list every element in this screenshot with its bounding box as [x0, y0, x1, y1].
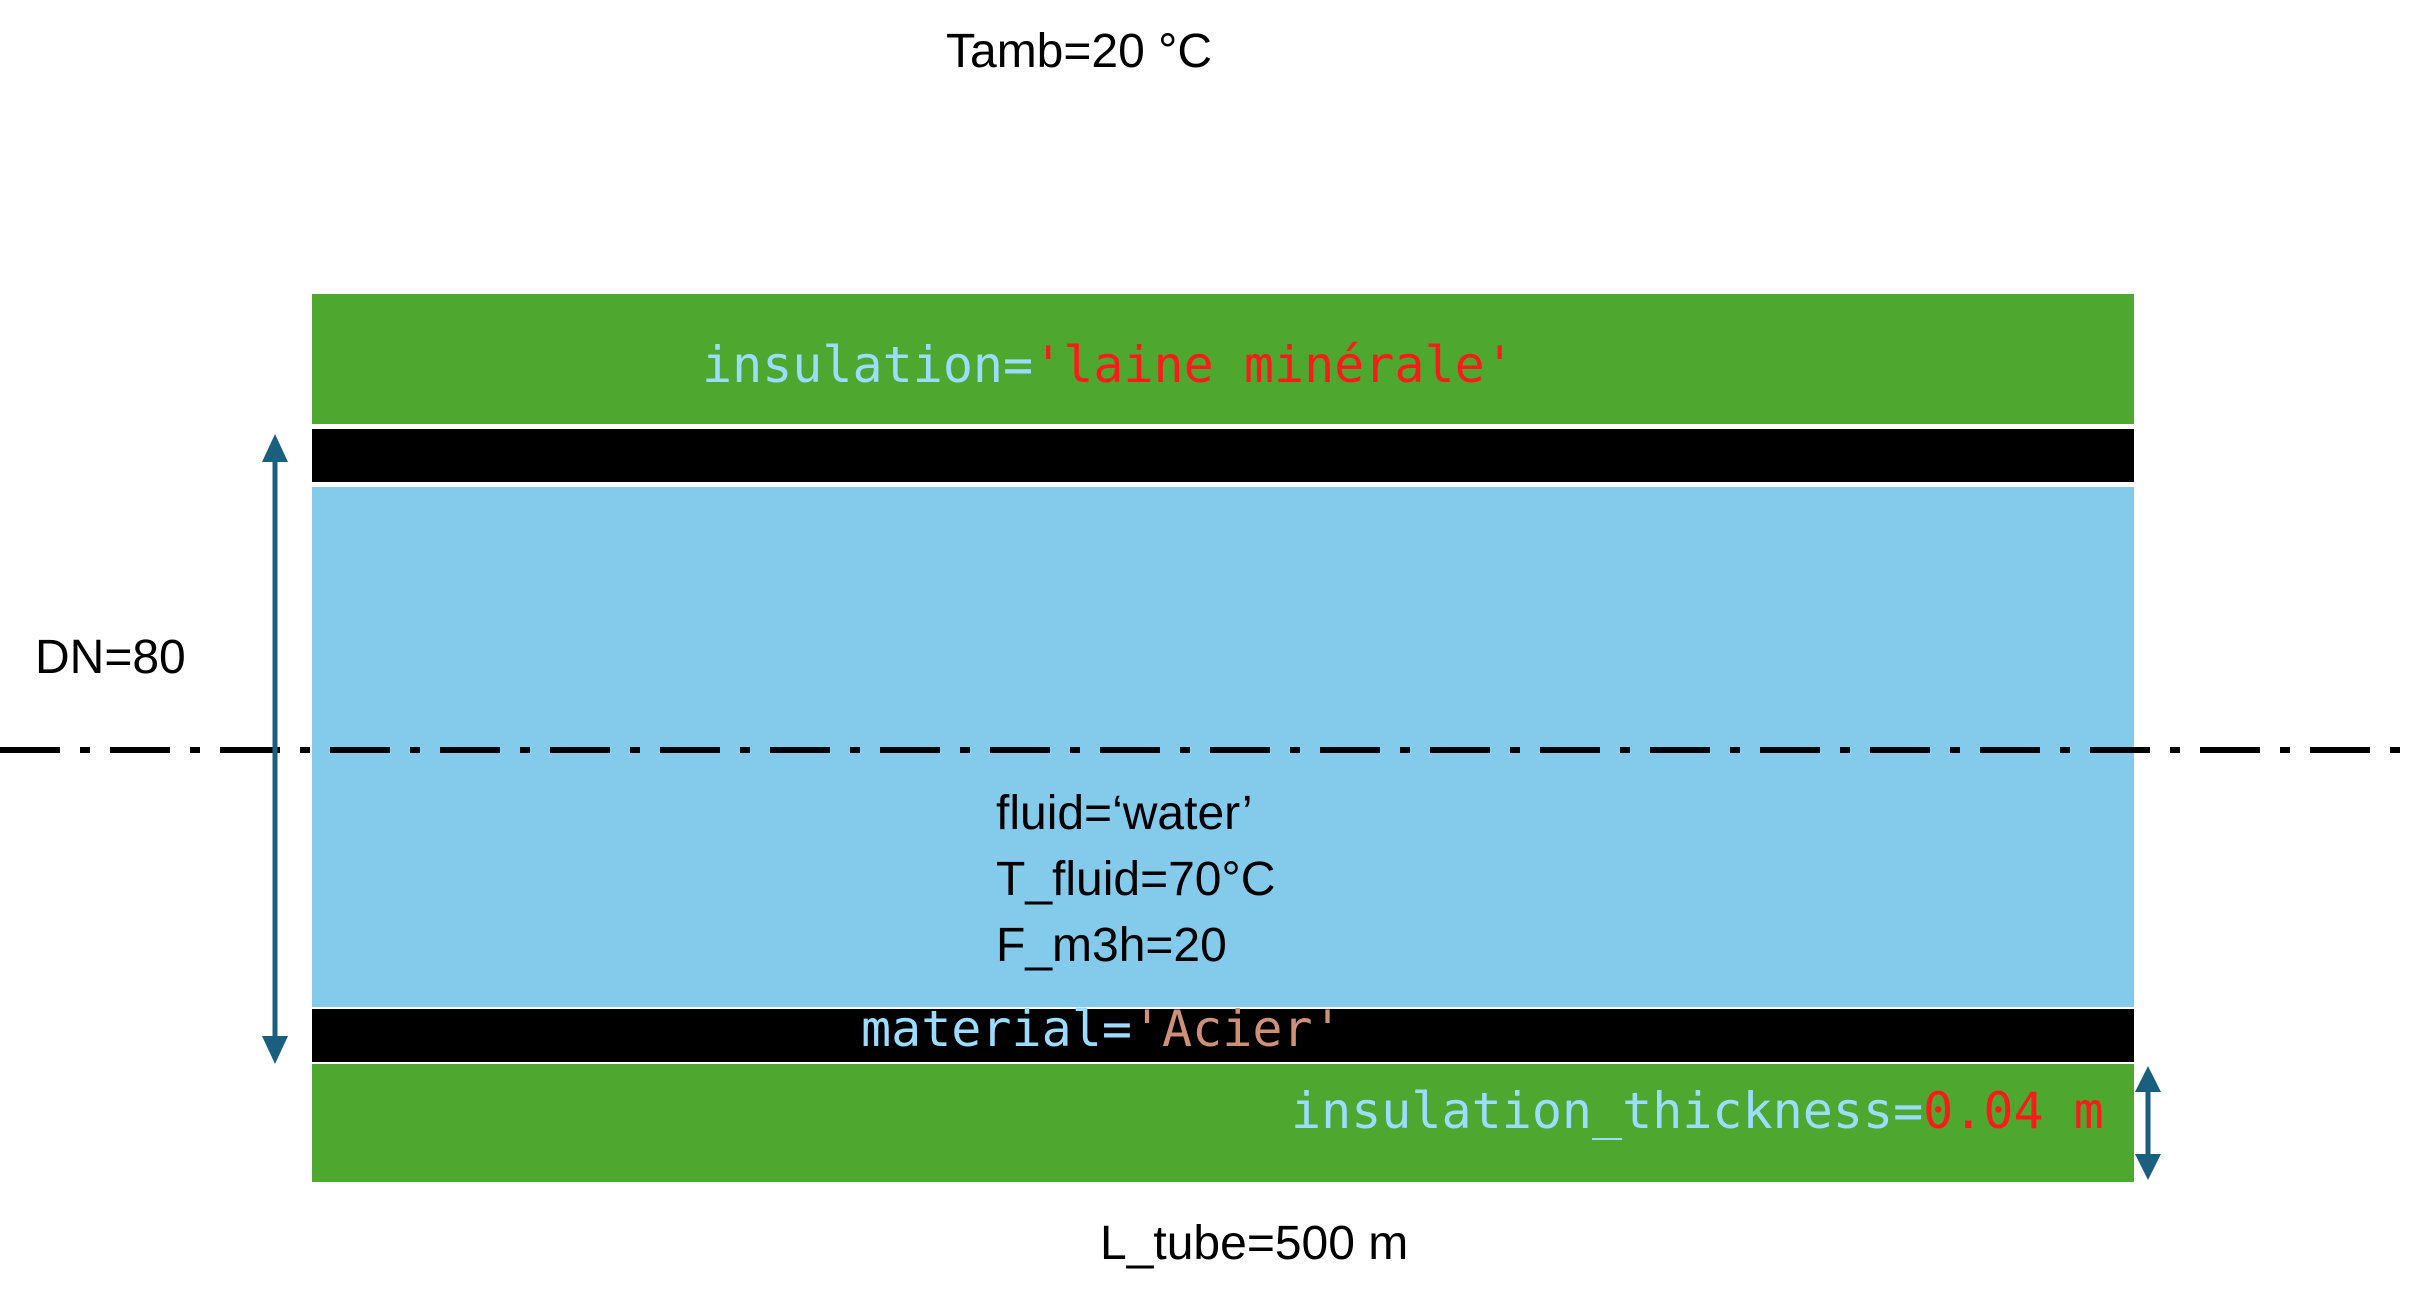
insulation-layer-bottom	[312, 1064, 2134, 1182]
thickness-key: insulation_thickness	[1291, 1082, 1894, 1140]
fluid-temperature-label: T_fluid=70°C	[996, 853, 1276, 906]
insulation-value: 'laine minérale'	[1033, 336, 1515, 394]
insulation-thickness-label: insulation_thickness=0.04 m	[1291, 1086, 2104, 1136]
insulation-label: insulation='laine minérale'	[702, 340, 1515, 390]
fluid-name-label: fluid=‘water’	[996, 787, 1253, 840]
material-label: material='Acier'	[861, 1004, 1343, 1054]
material-key: material	[861, 1000, 1102, 1058]
pipe-wall-bottom	[312, 1009, 2134, 1062]
insulation-key: insulation	[702, 336, 1004, 394]
material-value: 'Acier'	[1131, 1000, 1343, 1058]
insulation-op: =	[1003, 336, 1034, 394]
ambient-temperature-label: Tamb=20 °C	[946, 25, 1212, 78]
tube-length-label: L_tube=500 m	[1100, 1217, 1409, 1270]
fluid-flow-label: F_m3h=20	[996, 919, 1227, 972]
thickness-value: 0.04 m	[1923, 1082, 2104, 1140]
pipe-wall-top	[312, 429, 2134, 482]
diameter-arrow-icon	[262, 434, 288, 1064]
insulation-layer-top	[312, 294, 2134, 424]
thickness-op: =	[1893, 1082, 1924, 1140]
thickness-arrow-icon	[2135, 1066, 2161, 1180]
diameter-label: DN=80	[35, 631, 186, 684]
material-op: =	[1101, 1000, 1132, 1058]
